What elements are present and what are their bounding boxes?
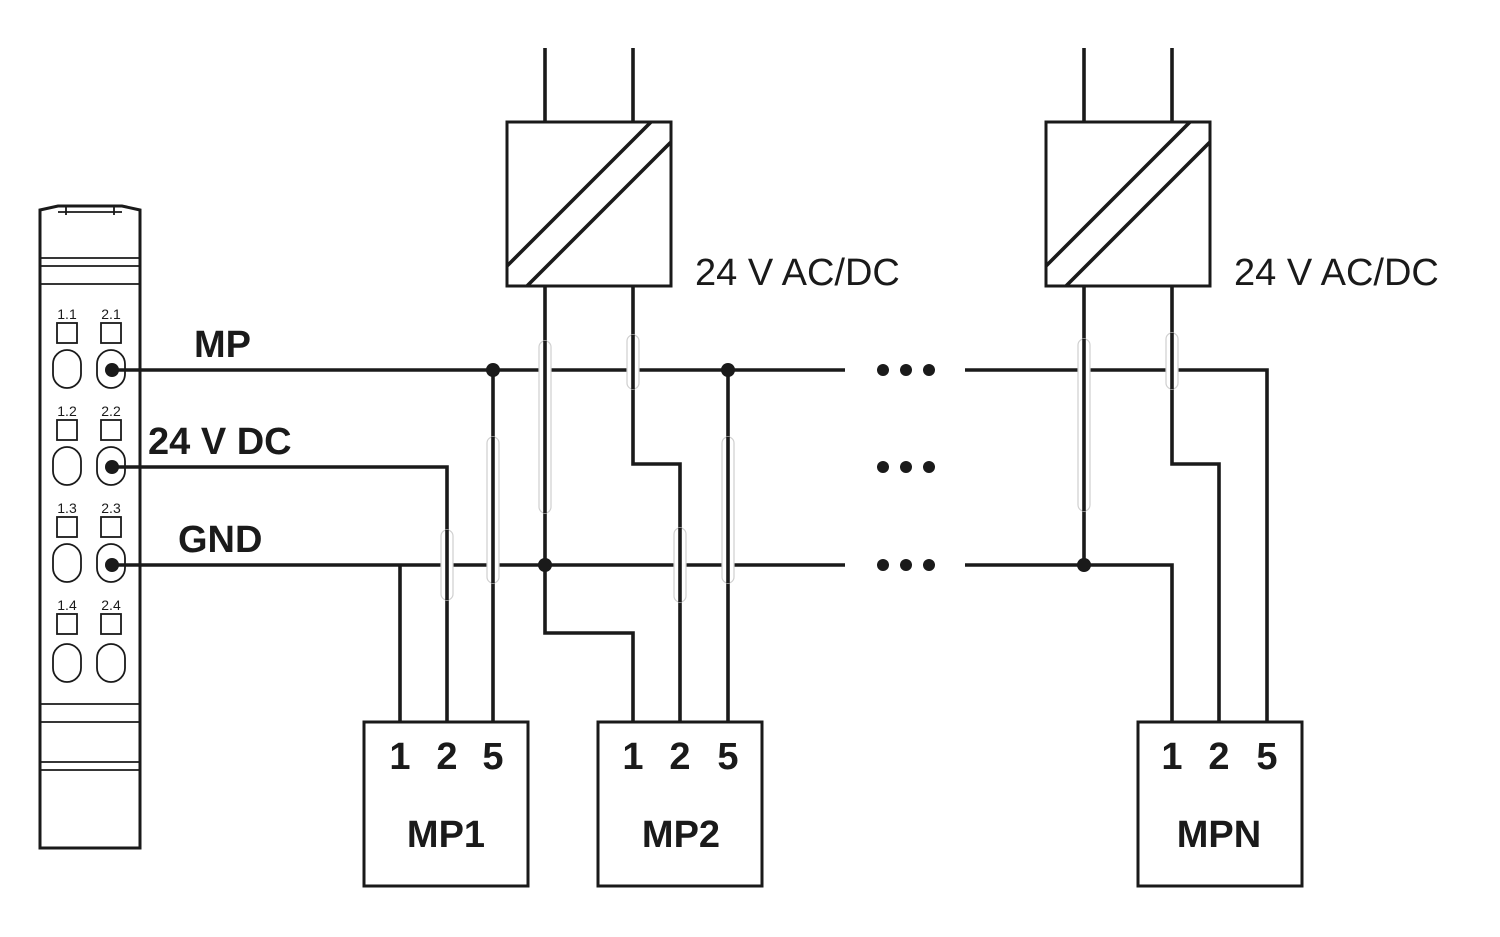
terminal-socket — [52, 543, 82, 583]
terminal-indicator — [100, 322, 122, 344]
wire-crossovers — [440, 332, 1179, 603]
device-mp2: 1 2 5 MP2 — [596, 720, 764, 888]
device-name: MP2 — [642, 814, 720, 856]
device-pin-label: 2 — [1208, 736, 1229, 778]
terminal-module: 1.1 2.1 1.2 2.2 1.3 2.3 1.4 2.4 — [38, 204, 142, 850]
terminal-socket — [52, 349, 82, 389]
signal-label-mp: MP — [194, 324, 251, 366]
terminal-label-1-1: 1.1 — [57, 306, 77, 322]
terminal-label-2-2: 2.2 — [101, 403, 121, 419]
power-supply-2-label: 24 V AC/DC — [1234, 252, 1439, 294]
device-pin-label: 5 — [717, 736, 738, 778]
connection-dot — [105, 363, 119, 377]
terminal-indicator — [100, 516, 122, 538]
bus-lines — [112, 364, 1269, 722]
terminal-socket — [52, 643, 82, 683]
terminal-label-2-4: 2.4 — [101, 597, 121, 613]
device-name: MP1 — [407, 814, 485, 856]
device-pin-label: 2 — [436, 736, 457, 778]
device-pin-label: 1 — [1161, 736, 1182, 778]
connection-dot — [105, 558, 119, 572]
junction-dots — [486, 363, 1091, 572]
terminal-indicator — [100, 419, 122, 441]
signal-label-gnd: GND — [178, 519, 262, 561]
terminal-indicator — [56, 322, 78, 344]
connection-dot — [105, 460, 119, 474]
terminal-socket-gnd — [96, 543, 126, 583]
terminal-socket — [96, 643, 126, 683]
device-mp1: 1 2 5 MP1 — [362, 720, 530, 888]
terminal-label-2-3: 2.3 — [101, 500, 121, 516]
terminal-label-1-2: 1.2 — [57, 403, 77, 419]
terminal-indicator — [56, 419, 78, 441]
power-supply-2 — [1044, 120, 1212, 288]
power-supply-1 — [505, 120, 673, 288]
signal-label-24vdc: 24 V DC — [148, 421, 292, 463]
terminal-label-2-1: 2.1 — [101, 306, 121, 322]
device-pin-label: 5 — [482, 736, 503, 778]
terminal-socket — [52, 446, 82, 486]
device-pin-label: 2 — [669, 736, 690, 778]
terminal-indicator — [100, 613, 122, 635]
device-pin-label: 1 — [622, 736, 643, 778]
device-mpn: 1 2 5 MPN — [1136, 720, 1304, 888]
terminal-label-1-3: 1.3 — [57, 500, 77, 516]
device-name: MPN — [1177, 814, 1261, 856]
device-pin-label: 1 — [389, 736, 410, 778]
terminal-label-1-4: 1.4 — [57, 597, 77, 613]
power-supply-1-label: 24 V AC/DC — [695, 252, 900, 294]
terminal-indicator — [56, 516, 78, 538]
terminal-indicator — [56, 613, 78, 635]
device-pin-label: 5 — [1256, 736, 1277, 778]
